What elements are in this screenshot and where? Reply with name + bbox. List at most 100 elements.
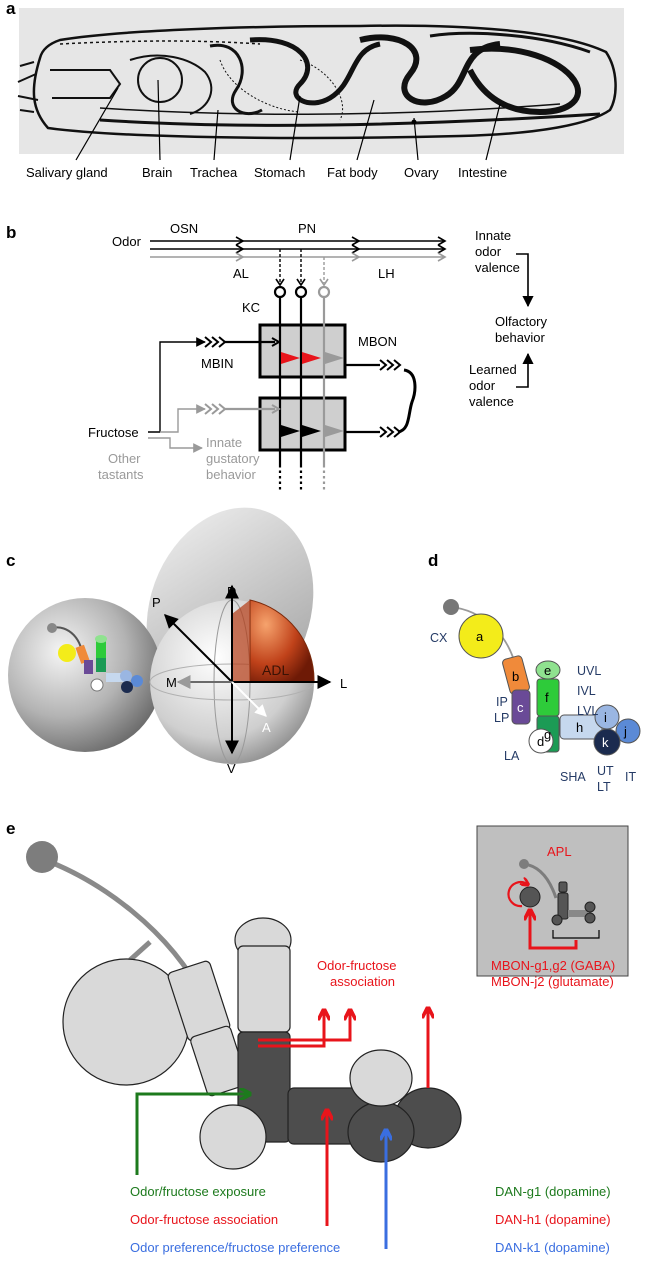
olfactory-behavior-line: Olfactory [495, 314, 548, 329]
region-it: IT [625, 770, 636, 784]
region-ut: UT [597, 764, 614, 778]
compartment-letter: i [604, 710, 607, 725]
innate-gustatory-line: behavior [206, 467, 257, 482]
apl-inset-arrows [507, 882, 578, 950]
osn-label: OSN [170, 221, 198, 236]
compartment-letter: h [576, 720, 583, 735]
fructose-pathways [148, 337, 206, 453]
assoc-bottom-label: Odor-fructose association [130, 1212, 278, 1227]
calyx-soma [443, 599, 459, 615]
kc-mbon-synapses-lower [204, 403, 402, 438]
assoc-top-line: Odor-fructose [317, 958, 396, 973]
fructose-label: Fructose [88, 425, 139, 440]
innate-valence-line: valence [475, 260, 520, 275]
compartment-letter: b [512, 669, 519, 684]
kc-label: KC [242, 300, 260, 315]
panel-b-letter: b [6, 223, 16, 242]
assoc-top-line: association [330, 974, 395, 989]
compartment-letter: d [537, 734, 544, 749]
dan-g1-label: DAN-g1 (dopamine) [495, 1184, 611, 1199]
mbon-brace [397, 368, 417, 434]
compartment-d [528, 728, 554, 754]
axis-labels: D V P M L A [152, 584, 347, 776]
kc-axons [273, 285, 331, 490]
preference-label: Odor preference/fructose preference [130, 1240, 340, 1255]
compartment-c [511, 689, 531, 725]
learned-valence-label: Learned odor valence [469, 362, 517, 409]
d-compartment [199, 1104, 267, 1170]
organ-label: Salivary gland [26, 165, 108, 180]
compartment-a [458, 613, 504, 659]
other-tastants-label: Other tastants [98, 451, 144, 482]
k-compartment [347, 1101, 415, 1163]
mbon-output-arrows [258, 1010, 428, 1088]
lh-label: LH [378, 266, 395, 281]
innate-gustatory-line: gustatory [206, 451, 260, 466]
organ-label: Fat body [327, 165, 378, 180]
compartment-i [594, 704, 620, 730]
compartment-letter: e [544, 663, 551, 678]
learned-valence-line: valence [469, 394, 514, 409]
ovary-marker [411, 119, 417, 125]
compartment-letter: a [476, 629, 484, 644]
organ-labels: Salivary gland Brain Trachea Stomach Fat… [26, 165, 507, 180]
compartment-j [615, 718, 641, 744]
mbon-label: MBON [358, 334, 397, 349]
innate-gustatory-line: Innate [206, 435, 242, 450]
kc-soma [26, 841, 58, 873]
compartment-letter: k [602, 735, 609, 750]
panel-d: d a b c d e f g h i j k [428, 551, 641, 794]
mbon-label-block: MBON-g1,g2 (GABA) MBON-j2 (glutamate) [491, 958, 615, 989]
region-labels: CX IP LP LA UVL IVL LVL SHA UT LT IT [430, 631, 636, 794]
region-lp: LP [494, 711, 509, 725]
other-tastants-line: tastants [98, 467, 144, 482]
innate-to-behavior-arrow [516, 253, 534, 308]
panel-c-letter: c [6, 551, 15, 570]
odor-label: Odor [112, 234, 142, 249]
axis-l: L [340, 676, 347, 691]
compartment-shapes [458, 613, 641, 756]
pn-to-kc-arrows [275, 249, 329, 287]
region-lt: LT [597, 780, 611, 794]
panel-e-letter: e [6, 819, 15, 838]
vertical-lobe-mid [237, 945, 291, 1033]
region-ip: IP [496, 695, 508, 709]
exposure-label: Odor/fructose exposure [130, 1184, 266, 1199]
apl-inset-mb [519, 859, 600, 939]
panel-a-letter: a [6, 0, 16, 18]
mb-compartment-upper [258, 323, 347, 379]
axis-p: P [152, 595, 161, 610]
region-uvl: UVL [577, 664, 601, 678]
panel-d-letter: d [428, 551, 438, 570]
axis-d: D [227, 584, 236, 599]
organ-label: Stomach [254, 165, 305, 180]
al-label: AL [233, 266, 249, 281]
learned-to-behavior-arrow [516, 352, 534, 388]
panel-b: b Odor OSN PN AL LH Innate odor valence … [6, 221, 548, 490]
innate-gustatory-label: Innate gustatory behavior [206, 435, 260, 482]
adl-octant [249, 599, 315, 683]
left-sphere [8, 598, 162, 752]
apl-inset [476, 825, 629, 977]
panel-a: a Sal [6, 0, 624, 180]
learned-valence-line: Learned [469, 362, 517, 377]
region-lvl: LVL [577, 704, 598, 718]
dan-g1-arrow [135, 1094, 248, 1175]
axis-m: M [166, 675, 177, 690]
innate-valence-line: odor [475, 244, 502, 259]
region-la: LA [504, 749, 520, 763]
dan-k1-label: DAN-k1 (dopamine) [495, 1240, 610, 1255]
organ-label: Ovary [404, 165, 439, 180]
compartment-letter: f [545, 690, 549, 705]
mbin-label: MBIN [201, 356, 234, 371]
olfactory-behavior-label: Olfactory behavior [495, 314, 548, 345]
compartment-letters: a b c d e f g h i j k [476, 629, 627, 750]
kc-mbon-synapses-upper [204, 336, 402, 371]
left-sphere-mb-outline [47, 623, 143, 693]
axis-a: A [262, 720, 271, 735]
compartment-letter: j [623, 724, 627, 739]
assoc-top-label: Odor-fructose association [317, 958, 396, 989]
adl-label: ADL [262, 662, 289, 678]
innate-valence-line: Innate [475, 228, 511, 243]
